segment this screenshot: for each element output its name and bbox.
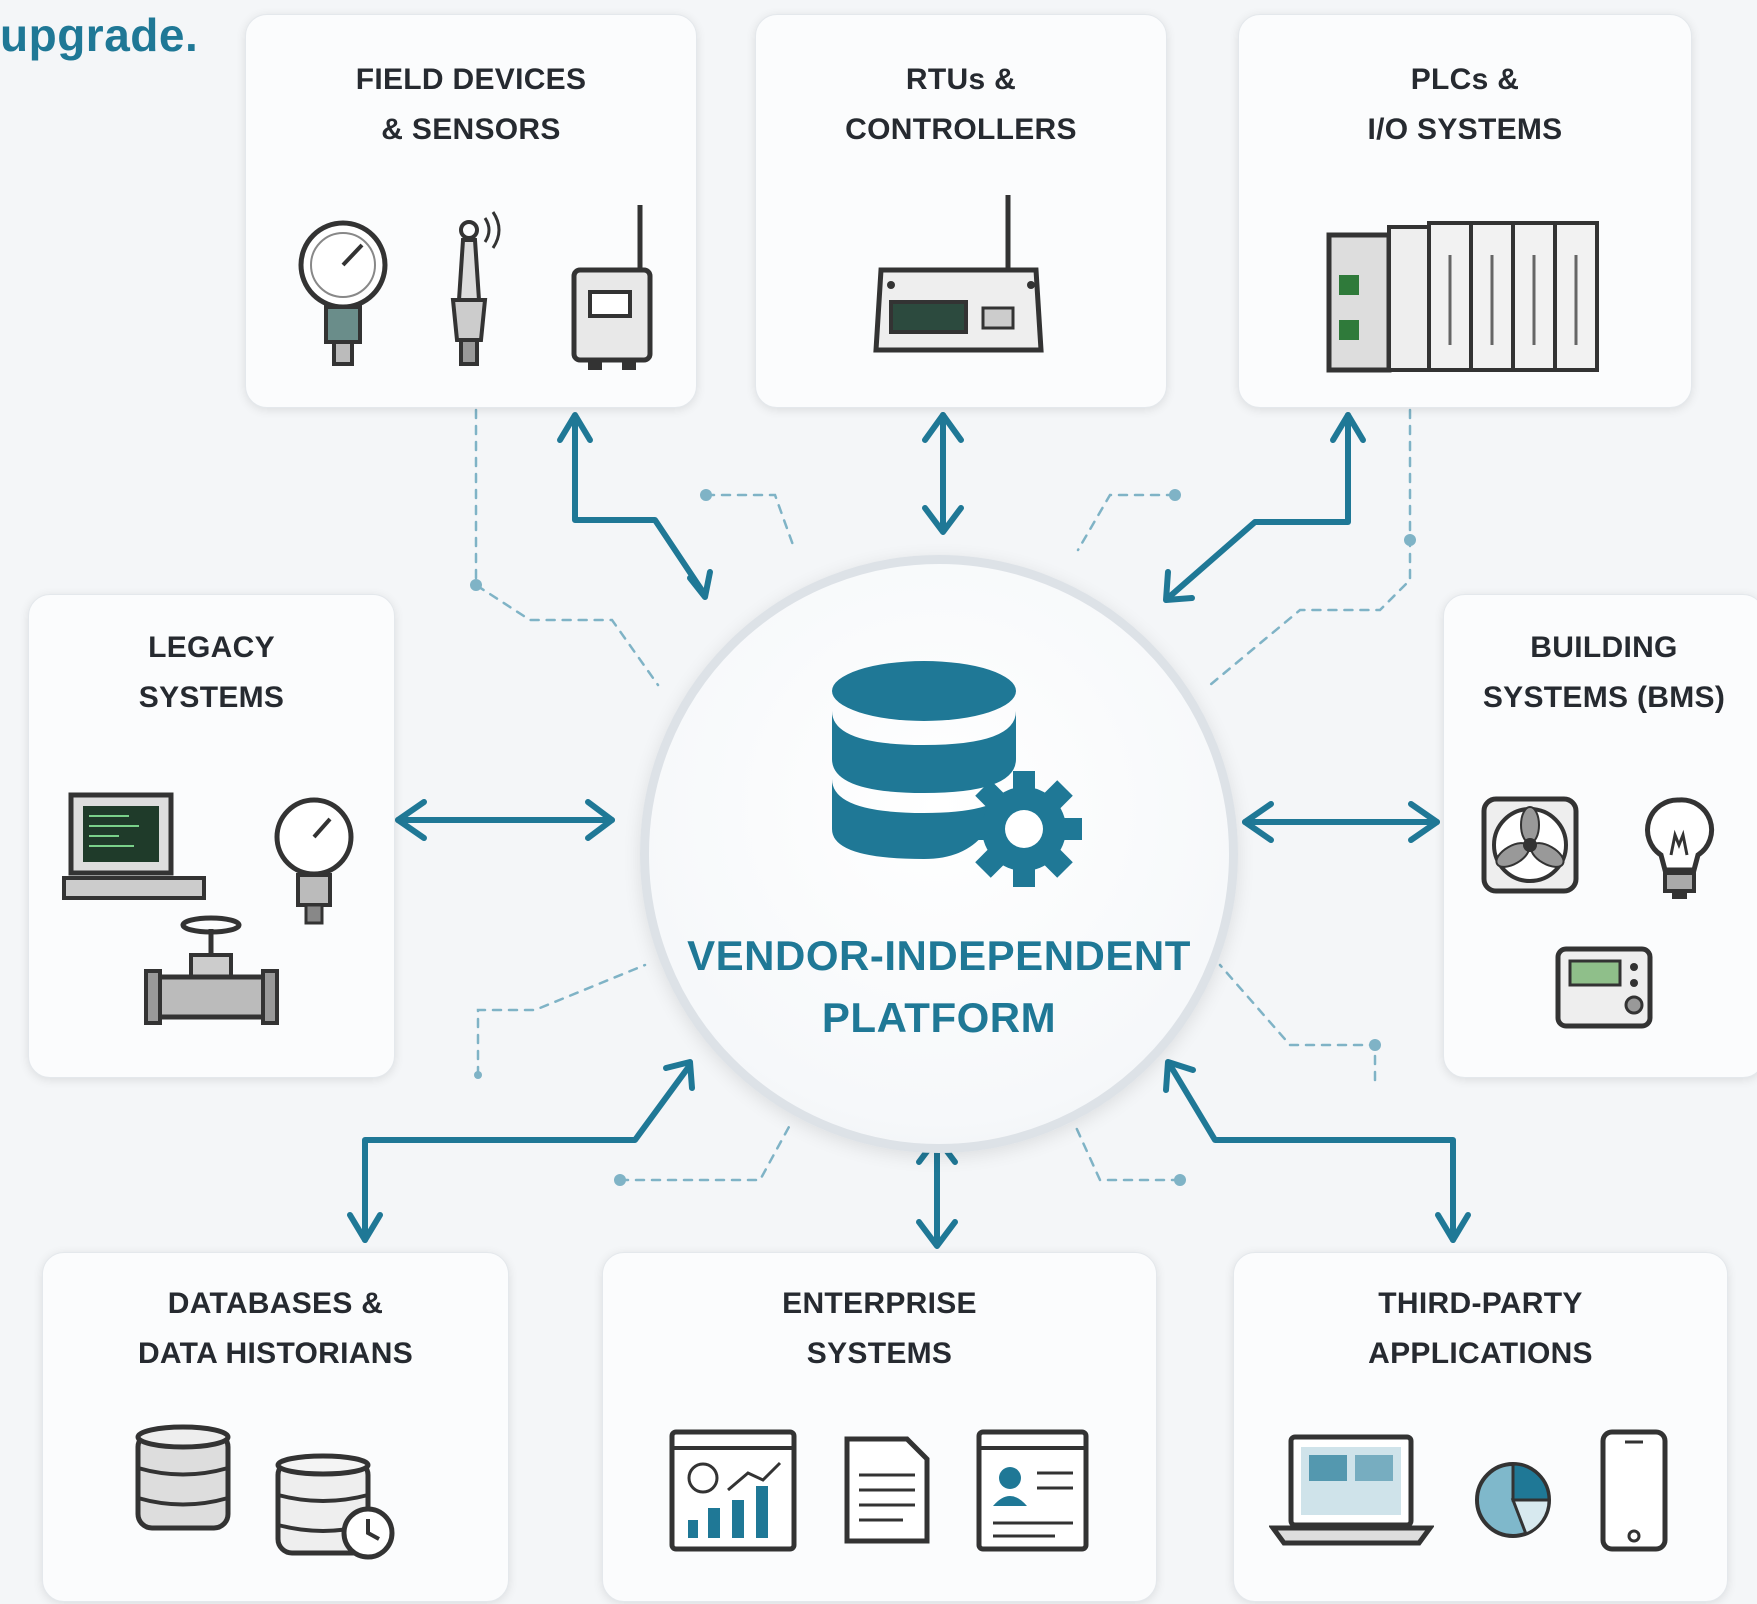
card-title-line2: SYSTEMS (BMS) bbox=[1482, 681, 1726, 714]
rtu-device-icon bbox=[873, 195, 1044, 353]
card-enterprise: ENTERPRISE SYSTEMS bbox=[602, 1252, 1157, 1602]
smartphone-icon bbox=[1600, 1429, 1668, 1552]
card-field-devices: FIELD DEVICES & SENSORS bbox=[245, 14, 697, 408]
card-title-line1: FIELD DEVICES bbox=[355, 63, 587, 96]
database-gear-icon bbox=[832, 661, 1082, 887]
card-title: ENTERPRISE SYSTEMS bbox=[603, 1279, 1156, 1379]
wireless-transmitter-icon bbox=[571, 205, 653, 370]
card-title: THIRD-PARTY APPLICATIONS bbox=[1234, 1279, 1727, 1379]
pressure-gauge-icon bbox=[274, 797, 354, 925]
database-icon bbox=[135, 1424, 231, 1531]
card-title: BUILDING SYSTEMS (BMS) bbox=[1444, 623, 1757, 723]
card-title-line2: I/O SYSTEMS bbox=[1367, 113, 1563, 146]
pie-chart-icon bbox=[1475, 1462, 1551, 1538]
card-plcs: PLCs & I/O SYSTEMS bbox=[1238, 14, 1692, 408]
thermostat-icon bbox=[1555, 946, 1653, 1029]
card-title-line1: LEGACY bbox=[148, 631, 275, 664]
card-bms: BUILDING SYSTEMS (BMS) bbox=[1443, 594, 1757, 1078]
card-title-line1: DATABASES & bbox=[167, 1287, 384, 1320]
card-title: DATABASES & DATA HISTORIANS bbox=[43, 1279, 508, 1379]
card-title-line2: SYSTEMS bbox=[138, 681, 285, 714]
light-bulb-icon bbox=[1645, 797, 1715, 899]
card-title-line1: ENTERPRISE bbox=[782, 1287, 977, 1320]
cropped-heading-fragment: upgrade. bbox=[0, 9, 199, 61]
card-title-line2: DATA HISTORIANS bbox=[137, 1337, 414, 1370]
dashboard-chart-icon bbox=[669, 1429, 797, 1552]
card-title: FIELD DEVICES & SENSORS bbox=[246, 55, 696, 155]
arrow-thirdparty bbox=[1167, 1062, 1456, 1243]
card-title-line1: THIRD-PARTY bbox=[1378, 1287, 1583, 1320]
card-title-line1: BUILDING bbox=[1530, 631, 1678, 664]
card-title-line2: & SENSORS bbox=[381, 113, 561, 146]
card-title-line2: SYSTEMS bbox=[806, 1337, 953, 1370]
wireless-sensor-icon bbox=[450, 211, 501, 366]
card-rtus: RTUs & CONTROLLERS bbox=[755, 14, 1167, 408]
card-title: LEGACY SYSTEMS bbox=[29, 623, 394, 723]
plc-rack-icon bbox=[1326, 221, 1599, 373]
card-title-line2: CONTROLLERS bbox=[845, 113, 1077, 146]
platform-title-line1: VENDOR-INDEPENDENT bbox=[687, 932, 1191, 979]
card-title: PLCs & I/O SYSTEMS bbox=[1239, 55, 1691, 155]
arrow-field-devices bbox=[572, 417, 708, 598]
old-computer-icon bbox=[62, 792, 206, 900]
platform-title-line2: PLATFORM bbox=[821, 994, 1057, 1041]
platform-title: VENDOR-INDEPENDENT PLATFORM bbox=[640, 925, 1238, 1049]
card-title: RTUs & CONTROLLERS bbox=[756, 55, 1166, 155]
card-legacy: LEGACY SYSTEMS bbox=[28, 594, 395, 1078]
arrow-plcs bbox=[1165, 412, 1351, 601]
pressure-gauge-icon bbox=[298, 220, 388, 366]
card-title-line1: RTUs & bbox=[905, 63, 1017, 96]
fan-icon bbox=[1481, 796, 1579, 894]
valve-icon bbox=[144, 915, 279, 1025]
card-databases: DATABASES & DATA HISTORIANS bbox=[42, 1252, 509, 1602]
card-title-line1: PLCs & bbox=[1410, 63, 1520, 96]
database-clock-icon bbox=[275, 1453, 395, 1560]
document-icon bbox=[844, 1436, 930, 1544]
laptop-icon bbox=[1269, 1434, 1434, 1546]
user-profile-icon bbox=[976, 1429, 1089, 1552]
card-title-line2: APPLICATIONS bbox=[1368, 1337, 1593, 1370]
central-platform-hub bbox=[640, 555, 1238, 1153]
card-thirdparty: THIRD-PARTY APPLICATIONS bbox=[1233, 1252, 1728, 1602]
arrow-databases bbox=[362, 1062, 693, 1243]
